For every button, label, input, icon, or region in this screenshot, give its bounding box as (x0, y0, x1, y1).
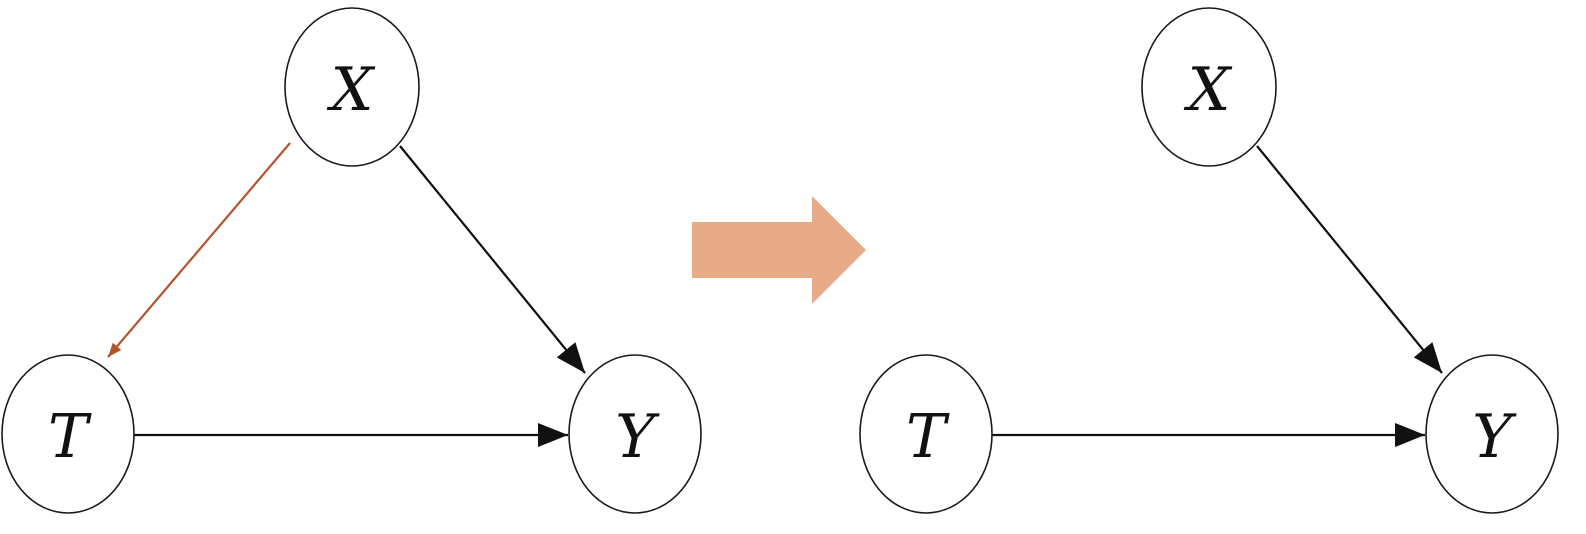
before-node-t: T (1, 354, 135, 514)
before-graph: X T Y (1, 7, 702, 514)
before-edge-x-to-t (107, 142, 291, 358)
after-node-y-label: Y (1472, 402, 1517, 472)
after-graph: X T Y (859, 7, 1559, 514)
after-node-t: T (859, 354, 993, 514)
before-node-x: X (284, 7, 420, 167)
before-node-y: Y (568, 354, 702, 514)
before-edge-x-to-y (399, 145, 586, 374)
before-node-y-label: Y (615, 402, 660, 472)
right-arrow-icon (692, 196, 866, 304)
after-node-x-label: X (1184, 55, 1233, 125)
before-node-x-label: X (327, 55, 376, 125)
after-node-t-label: T (906, 402, 950, 472)
after-edge-x-to-y (1256, 145, 1443, 374)
before-node-t-label: T (48, 402, 92, 472)
after-node-x: X (1141, 7, 1277, 167)
after-node-y: Y (1425, 354, 1559, 514)
